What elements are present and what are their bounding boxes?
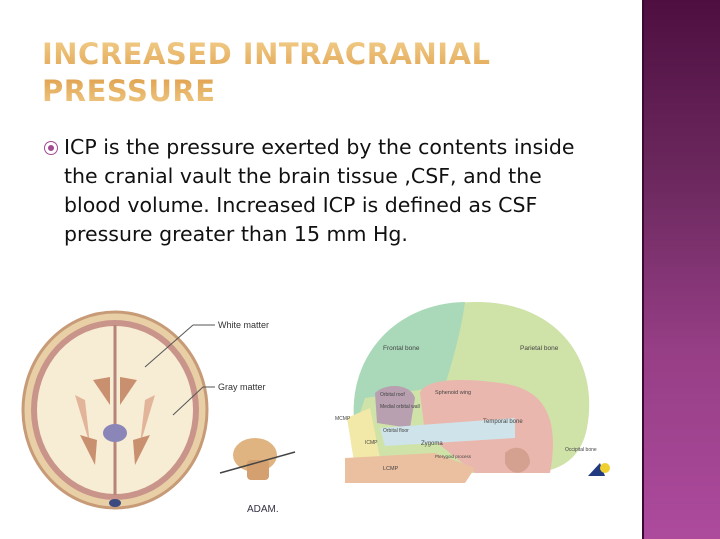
adam-credit: ADAM.	[247, 504, 279, 515]
publisher-logo-icon	[588, 463, 610, 476]
frontal-bone-label: Frontal bone	[383, 345, 420, 352]
medial-orbital-wall-label: Medial orbital wall	[380, 404, 420, 410]
skull-bones-figure: Frontal bone Parietal bone Orbital roof …	[335, 301, 610, 483]
skull-thumbnail-icon	[219, 438, 296, 480]
mcmp-label: MCMP	[335, 416, 351, 422]
gray-matter-label: Gray matter	[218, 382, 266, 392]
brain-section-figure: White matter Gray matter ADAM.	[21, 310, 296, 515]
orbital-floor-label: Orbital floor	[383, 428, 409, 434]
bullet-text: ICP is the pressure exerted by the conte…	[64, 135, 575, 246]
occipital-bone-label: Occipital bone	[565, 447, 597, 453]
title-line-2: PRESSURE	[42, 74, 216, 108]
slide-title: INCREASED INTRACRANIAL PRESSURE	[42, 36, 490, 110]
icmp-label: ICMP	[365, 440, 378, 446]
white-matter-label: White matter	[218, 320, 269, 330]
zygoma-label: Zygoma	[421, 441, 443, 447]
sphenoid-wing-label: Sphenoid wing	[435, 390, 471, 396]
temporal-bone-label: Temporal bone	[483, 419, 523, 425]
lcmp-label: LCMP	[383, 466, 399, 472]
decorative-sidebar	[642, 0, 720, 539]
title-line-1: INCREASED INTRACRANIAL	[42, 37, 491, 71]
bullet-icon	[44, 141, 58, 155]
pterygoid-process-label: Pterygoid process	[435, 454, 472, 459]
orbital-roof-label: Orbital roof	[380, 392, 405, 398]
parietal-bone-label: Parietal bone	[520, 345, 559, 352]
bullet-item: ICP is the pressure exerted by the conte…	[44, 133, 604, 249]
